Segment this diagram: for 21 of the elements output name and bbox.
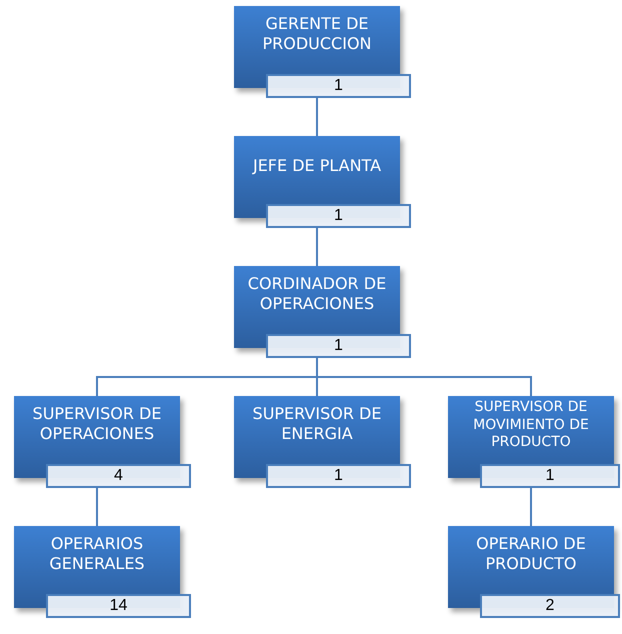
headcount-box: 1 <box>480 464 620 488</box>
position-title: GERENTE DE PRODUCCION <box>261 14 372 54</box>
headcount-box: 2 <box>480 594 620 618</box>
headcount-box: 1 <box>266 464 411 488</box>
position-title: JEFE DE PLANTA <box>251 156 382 176</box>
position-title: CORDINADOR DE OPERACIONES <box>246 274 388 314</box>
connector-line <box>316 228 318 266</box>
connector-line <box>96 488 98 526</box>
headcount-box: 1 <box>266 74 411 98</box>
connector-line <box>530 488 532 526</box>
connector-line <box>316 358 532 396</box>
position-title: SUPERVISOR DE MOVIMIENTO DE PRODUCTO <box>472 399 590 452</box>
position-title: SUPERVISOR DE ENERGIA <box>252 404 382 444</box>
position-title: OPERARIOS GENERALES <box>48 534 146 574</box>
position-title: OPERARIO DE PRODUCTO <box>475 534 587 574</box>
headcount-box: 1 <box>266 204 411 228</box>
headcount-box: 14 <box>46 594 191 618</box>
headcount-box: 1 <box>266 334 411 358</box>
connector-line <box>316 98 318 136</box>
headcount-box: 4 <box>46 464 191 488</box>
position-title: SUPERVISOR DE OPERACIONES <box>32 404 162 444</box>
